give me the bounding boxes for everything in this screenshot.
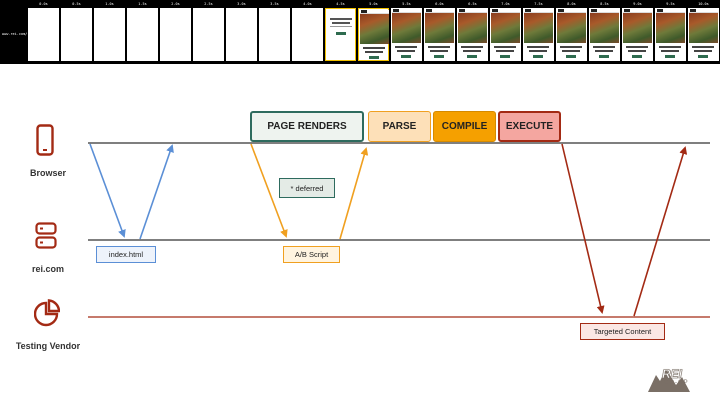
frame-time: 2.0s [171,2,180,6]
compile-box: COMPILE [433,111,496,142]
ab-script-note: A/B Script [283,246,340,263]
filmstrip-frame [622,8,653,61]
rei-logo: REI CO-OP [646,365,706,393]
filmstrip-frame [127,8,158,61]
logo-brand: REI [662,367,683,382]
frame-time: 8.5s [600,2,609,6]
filmstrip-frame [259,8,290,61]
frame-time: 6.5s [468,2,477,6]
phone-icon [36,124,54,156]
filmstrip-frame [358,8,389,61]
vendor-response-arrow [633,146,688,317]
filmstrip-frame [292,8,323,61]
filmstrip-frame [556,8,587,61]
vendor-request-arrow [561,143,605,314]
frame-time: 0.0s [39,2,48,6]
filmstrip-frame [226,8,257,61]
frame-time: 10.0s [698,2,709,6]
filmstrip-frame [523,8,554,61]
filmstrip-url: www.rei.com/ [2,32,28,36]
pie-chart-icon [34,299,60,327]
frame-time: 1.0s [105,2,114,6]
diagram-lines [88,142,710,318]
logo-sub: CO-OP [664,380,689,386]
server-label: rei.com [31,264,64,274]
frame-time: 9.5s [666,2,675,6]
frame-time: 1.5s [138,2,147,6]
frame-time: 3.0s [237,2,246,6]
frame-time: 4.0s [303,2,312,6]
parse-box: PARSE [368,111,431,142]
html-request-arrow [89,143,126,238]
filmstrip-frame [94,8,125,61]
frame-time: 0.5s [72,2,81,6]
filmstrip-frame [391,8,422,61]
browser-label: Browser [29,168,66,178]
filmstrip-frame [457,8,488,61]
filmstrip-frame [193,8,224,61]
page-renders-box: PAGE RENDERS [250,111,364,142]
filmstrip-frame [325,8,356,61]
execute-box: EXECUTE [498,111,561,142]
script-request-arrow [250,143,288,238]
filmstrip: www.rei.com/ 0.0s 0.5s 1.0s 1.5s 2.0s 2.5s 3.0… [0,0,720,64]
filmstrip-frame [160,8,191,61]
frame-time: 6.0s [435,2,444,6]
frame-time: 4.5s [336,2,345,6]
targeted-content-note: Targeted Content [580,323,665,340]
filmstrip-frame [28,8,59,61]
frame-time: 2.5s [204,2,213,6]
mountain-logo-icon [648,369,690,392]
script-response-arrow [339,147,369,240]
frame-time: 5.5s [402,2,411,6]
frame-time: 8.0s [567,2,576,6]
server-icon [35,222,57,249]
frame-time: 3.5s [270,2,279,6]
filmstrip-frame [655,8,686,61]
filmstrip-frame [61,8,92,61]
deferred-note: * deferred [279,178,335,198]
filmstrip-frame [688,8,719,61]
index-html-note: index.html [96,246,156,263]
frame-time: 5.0s [369,2,378,6]
frame-time: 7.0s [501,2,510,6]
frame-time: 7.5s [534,2,543,6]
sequence-diagram: Browser rei.com Testing Vendor PAGE REND… [0,64,720,405]
frame-time: 9.0s [633,2,642,6]
vendor-label: Testing Vendor [15,341,81,351]
filmstrip-frame [490,8,521,61]
filmstrip-frame [424,8,455,61]
html-response-arrow [139,144,174,240]
filmstrip-frame [589,8,620,61]
